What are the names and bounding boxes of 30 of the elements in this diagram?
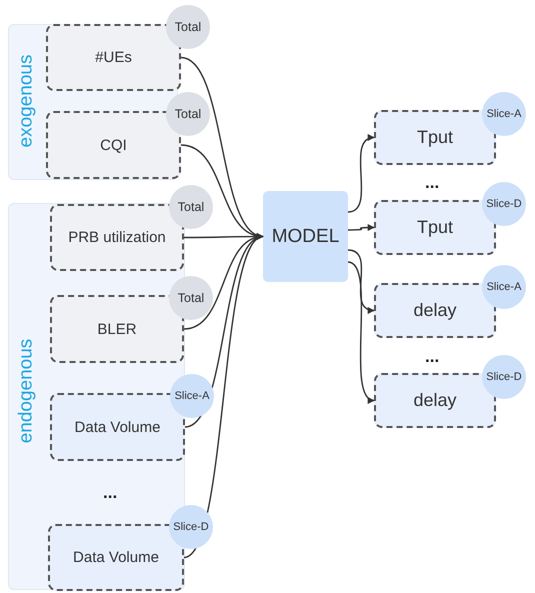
scope-badge: Slice-A: [482, 92, 526, 136]
group-label: exogenous: [14, 54, 37, 148]
metric-label: Tput: [416, 217, 454, 238]
arrow: [348, 261, 375, 402]
arrow: [348, 136, 375, 213]
metric-label: BLER: [97, 320, 137, 338]
ellipsis-text: ...: [425, 174, 440, 191]
scope-badge: Slice-D: [482, 355, 526, 399]
group-label: endogenous: [14, 338, 37, 444]
scope-badge: Slice-A: [482, 265, 526, 309]
model-label: MODEL: [272, 226, 340, 248]
metric-label: delay: [413, 300, 457, 321]
metric-label: Data Volume: [74, 418, 160, 436]
metric-label: PRB utilization: [68, 229, 166, 246]
scope-badge: Total: [166, 92, 210, 136]
scope-badge: Total: [169, 185, 213, 229]
arrow: [184, 236, 264, 558]
scope-badge: Total: [166, 5, 210, 49]
metric-label: Data Volume: [73, 549, 159, 566]
arrow: [348, 224, 375, 232]
arrow: [348, 249, 375, 313]
metric-label: Tput: [416, 127, 454, 148]
metric-label: CQI: [100, 136, 127, 154]
arrow: [180, 144, 264, 239]
ellipsis-text: ...: [425, 348, 440, 365]
metric-label: #UEs: [95, 49, 132, 66]
model-box: [263, 191, 348, 282]
metric-label: delay: [413, 390, 457, 411]
ellipsis-text: ...: [103, 484, 118, 501]
scope-badge: Slice-D: [482, 182, 526, 226]
